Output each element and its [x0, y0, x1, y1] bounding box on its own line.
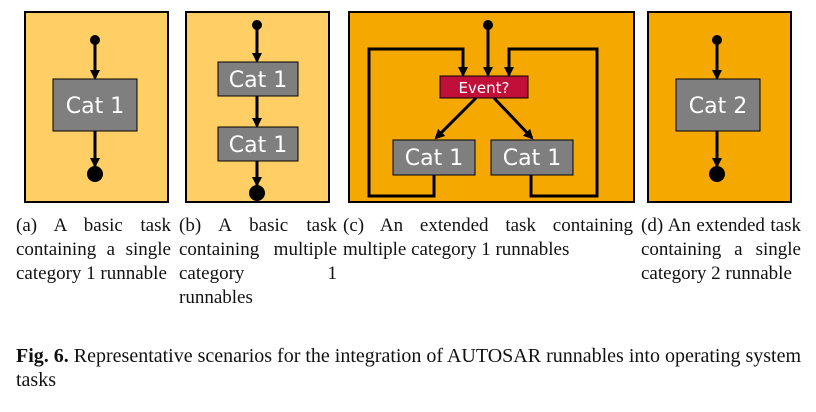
- runnable-box-top: [217, 61, 299, 97]
- figure-caption: Fig. 6. Representative scenarios for the…: [16, 344, 806, 392]
- event-label: Event?: [459, 79, 510, 97]
- runnable-label-left: Cat 1: [405, 146, 463, 171]
- end-node: [709, 166, 725, 182]
- caption-b: (b) A basic task containing multiple cat…: [179, 215, 337, 308]
- caption-d: (d) An extended task containing a single…: [641, 215, 801, 284]
- end-node: [87, 166, 103, 182]
- runnable-label-right: Cat 1: [503, 146, 561, 171]
- panel-b: Cat 1 Cat 1: [185, 11, 330, 203]
- runnable-box: [675, 78, 761, 132]
- end-node: [249, 185, 265, 201]
- runnable-label: Cat 2: [689, 94, 747, 119]
- figure-text: Representative scenarios for the integra…: [16, 345, 802, 391]
- runnable-label-top: Cat 1: [229, 68, 287, 93]
- panel-c: Event? Cat 1 Cat 1: [348, 11, 635, 203]
- flow-arrow: [492, 96, 534, 140]
- flow-arrow: [434, 96, 478, 140]
- caption-a: (a) A basic task containing a single cat…: [16, 215, 171, 284]
- figure-label: Fig. 6.: [16, 345, 69, 367]
- runnable-label-bottom: Cat 1: [229, 133, 287, 158]
- runnable-box-left: [392, 139, 476, 176]
- loop-back-left: [367, 47, 468, 198]
- panel-a: Cat 1: [24, 11, 169, 203]
- loop-back-right: [504, 47, 599, 198]
- caption-c: (c) An extended task containing multiple…: [343, 215, 633, 260]
- runnable-box-right: [490, 139, 574, 176]
- runnable-label: Cat 1: [66, 94, 124, 119]
- figure-diagram: Cat 1 Cat 1 Cat 1 Event? Cat 1 Cat 1: [24, 11, 792, 203]
- panel-d: Cat 2: [647, 11, 792, 203]
- event-box: [439, 75, 529, 99]
